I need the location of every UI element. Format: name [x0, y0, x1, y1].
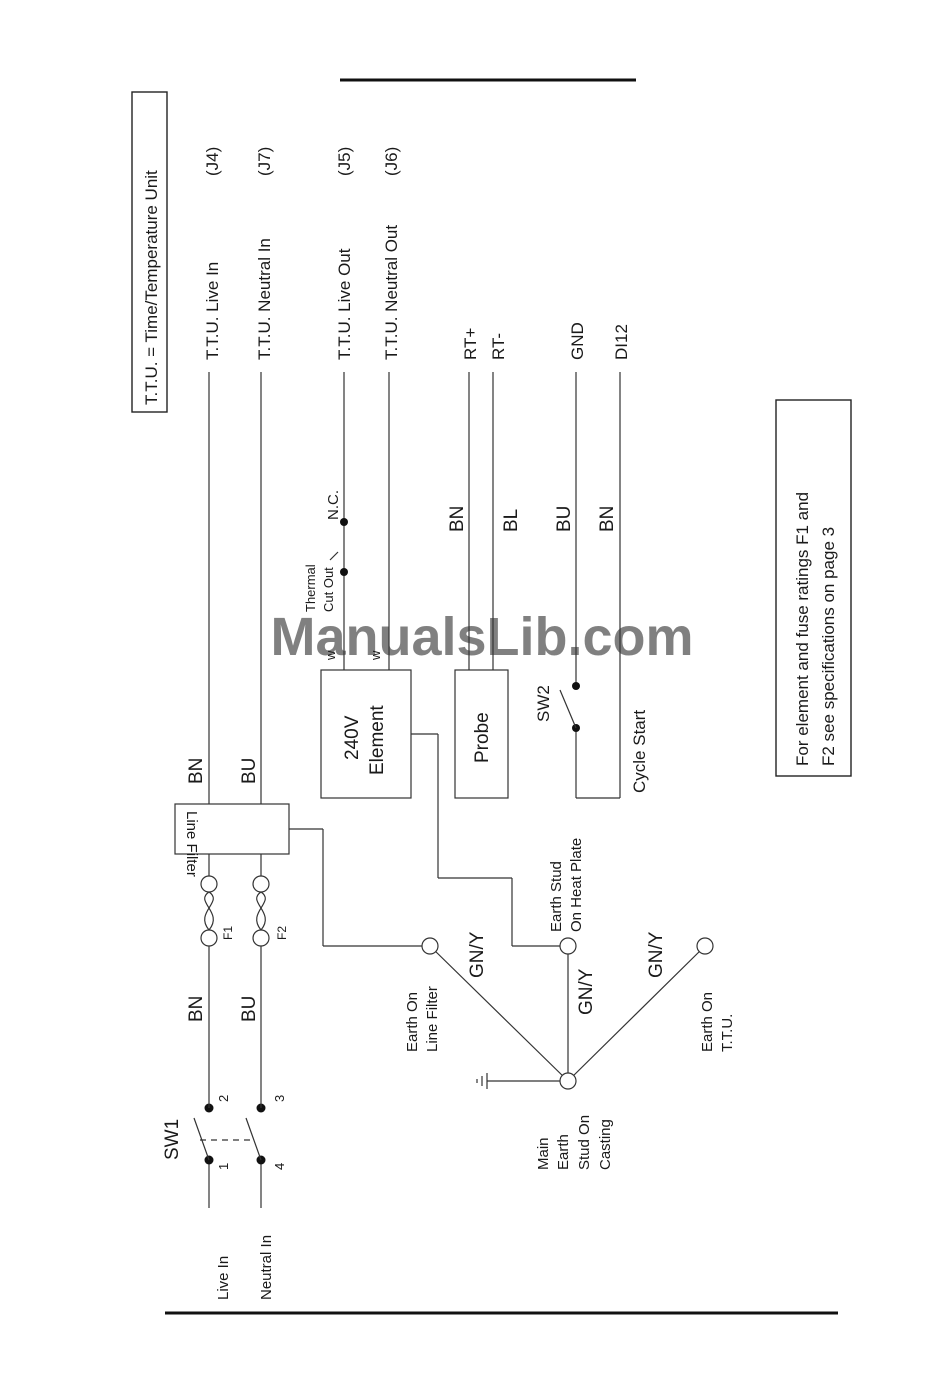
note-line-1: For element and fuse ratings F1 and: [793, 492, 812, 766]
sw1-label: SW1: [162, 1119, 183, 1160]
switch-sw2: SW2: [534, 682, 580, 732]
earth-line-filter-label-2: Line Filter: [424, 986, 441, 1052]
cycle-start-label: Cycle Start: [630, 710, 649, 793]
neutral-in-label: Neutral In: [258, 1235, 275, 1300]
wire-bn-di12: BN: [597, 506, 618, 532]
terminal-j4-code: (J4): [203, 147, 222, 176]
terminal-j4-label: T.T.U. Live In: [203, 262, 222, 360]
wire-bn-probe: BN: [447, 506, 468, 532]
wire-bl-probe: BL: [501, 509, 522, 532]
probe: Probe: [454, 669, 509, 799]
probe-label: Probe: [472, 712, 493, 763]
wire-bu-neutral: BU: [239, 996, 260, 1022]
wire-gny-heat-plate: GN/Y: [576, 968, 597, 1015]
earth-heat-plate-label-2: On Heat Plate: [568, 838, 585, 932]
watermark: ManualsLib.com: [270, 607, 693, 667]
thermal-label-2: Cut Out: [321, 567, 336, 612]
earth-ring-ttu: [696, 937, 714, 955]
terminal-rt-minus: RT-: [489, 333, 508, 360]
sw2-label: SW2: [534, 685, 553, 722]
terminal-j5-label: T.T.U. Live Out: [335, 248, 354, 360]
terminal-j7-label: T.T.U. Neutral In: [255, 238, 274, 360]
fuse-f2-label: F2: [275, 926, 289, 940]
element-label-1: 240V: [342, 715, 363, 760]
wire-bu-gnd: BU: [554, 506, 575, 532]
terminal-rt-plus: RT+: [461, 328, 480, 360]
wire-bn-live: BN: [186, 996, 207, 1022]
terminal-j5-code: (J5): [335, 147, 354, 176]
earth-ring-line-filter: [421, 937, 439, 955]
fuse-f1-label: F1: [221, 926, 235, 940]
main-earth-label-1: Main: [535, 1137, 552, 1170]
supply-inputs: Live In Neutral In: [208, 1160, 275, 1300]
wire-mark-1: w: [323, 650, 338, 661]
line-filter-label: Line Filter: [183, 811, 200, 877]
terminal-j6-label: T.T.U. Neutral Out: [382, 225, 401, 360]
nc-label: N.C.: [325, 490, 342, 520]
wire-gny-line-filter: GN/Y: [467, 931, 488, 978]
main-earth-label-2: Earth: [555, 1134, 572, 1170]
fuse-f2: F2: [252, 875, 289, 947]
switch-sw1: SW1 1 2 3 4: [162, 1095, 287, 1170]
wire-mark-2: w: [368, 650, 383, 661]
earth-ring-main: [559, 1072, 577, 1090]
heating-element: 240V Element: [320, 669, 412, 799]
live-in-label: Live In: [215, 1256, 232, 1300]
line-filter: Line Filter: [174, 803, 290, 877]
wire-bn-filter-out: BN: [186, 758, 207, 784]
legend-text: T.T.U. = Time/Temperature Unit: [142, 170, 161, 405]
sw1-pin-3: 3: [272, 1095, 287, 1102]
thermal-cut-out: Thermal Cut Out N.C.: [303, 490, 348, 612]
specification-note: For element and fuse ratings F1 and F2 s…: [775, 399, 852, 777]
sw1-pin-4: 4: [272, 1163, 287, 1170]
terminal-j6-code: (J6): [382, 147, 401, 176]
earth-ttu-label-2: T.T.U.: [719, 1014, 736, 1052]
earth-network: [421, 937, 714, 1090]
earth-heat-plate-label-1: Earth Stud: [548, 861, 565, 932]
wire-bu-filter-out: BU: [239, 758, 260, 784]
sw1-pin-1: 1: [216, 1163, 231, 1170]
terminal-gnd: GND: [568, 322, 587, 360]
earth-ttu-label-1: Earth On: [699, 992, 716, 1052]
terminal-di12: DI12: [612, 324, 631, 360]
earth-ring-heat-plate: [559, 937, 577, 955]
terminal-j7-code: (J7): [255, 147, 274, 176]
thermal-label-1: Thermal: [303, 564, 318, 612]
main-earth-label-3: Stud On: [576, 1115, 593, 1170]
main-earth-label-4: Casting: [597, 1119, 614, 1170]
fuse-f1: F1: [200, 875, 235, 947]
note-line-2: F2 see specifications on page 3: [819, 527, 838, 766]
ttu-terminals: T.T.U. Live In (J4) T.T.U. Neutral In (J…: [203, 147, 631, 360]
earth-line-filter-label-1: Earth On: [404, 992, 421, 1052]
wire-gny-ttu: GN/Y: [646, 931, 667, 978]
legend: T.T.U. = Time/Temperature Unit: [131, 91, 168, 413]
sw1-pin-2: 2: [216, 1095, 231, 1102]
element-label-2: Element: [367, 705, 388, 775]
